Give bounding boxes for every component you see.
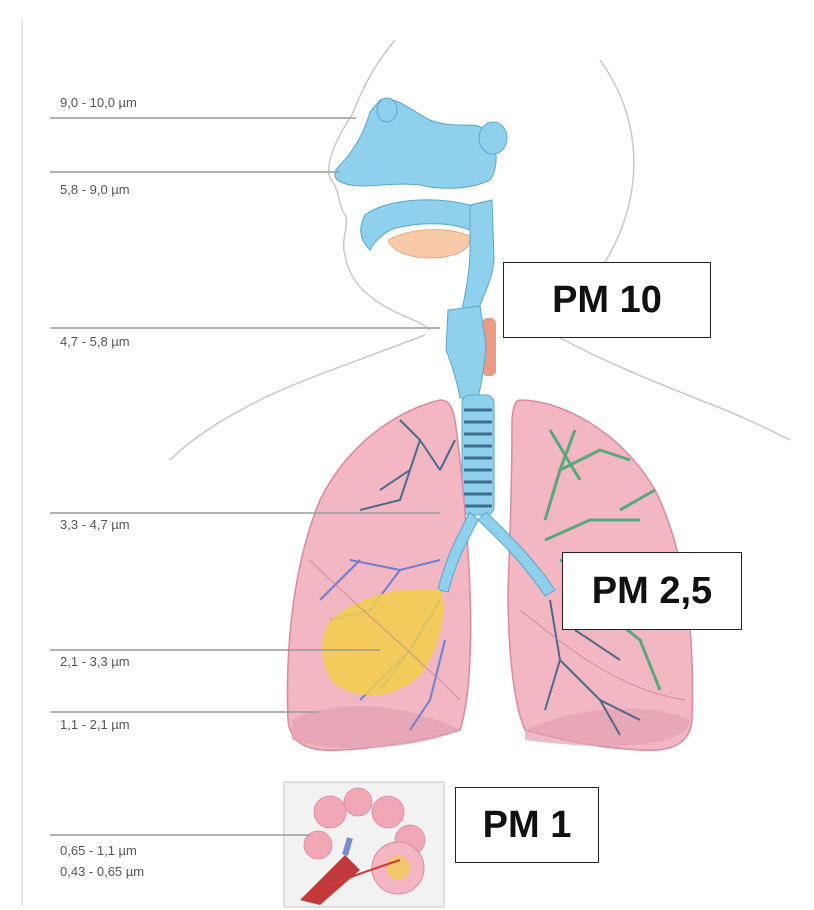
- pm10-label-box: PM 10: [503, 262, 711, 338]
- size-label-2: 5,8 - 9,0 µm: [60, 182, 130, 197]
- nasal-cavity: [335, 99, 496, 188]
- size-label-5: 2,1 - 3,3 µm: [60, 654, 130, 669]
- sinus-front: [377, 98, 397, 122]
- size-label-8: 0,43 - 0,65 µm: [60, 864, 144, 879]
- pm10-label: PM 10: [552, 279, 662, 322]
- trachea: [462, 395, 494, 515]
- pm1-label: PM 1: [483, 804, 572, 847]
- pm25-label-box: PM 2,5: [562, 552, 742, 630]
- sinus-upper: [479, 122, 507, 154]
- size-label-3: 4,7 - 5,8 µm: [60, 334, 130, 349]
- size-label-1: 9,0 - 10,0 µm: [60, 95, 137, 110]
- pm25-label: PM 2,5: [592, 570, 712, 613]
- size-label-7: 0,65 - 1,1 µm: [60, 843, 137, 858]
- larynx: [446, 306, 486, 398]
- size-label-6: 1,1 - 2,1 µm: [60, 717, 130, 732]
- tongue: [388, 230, 470, 258]
- pm1-label-box: PM 1: [455, 787, 599, 863]
- size-label-4: 3,3 - 4,7 µm: [60, 517, 130, 532]
